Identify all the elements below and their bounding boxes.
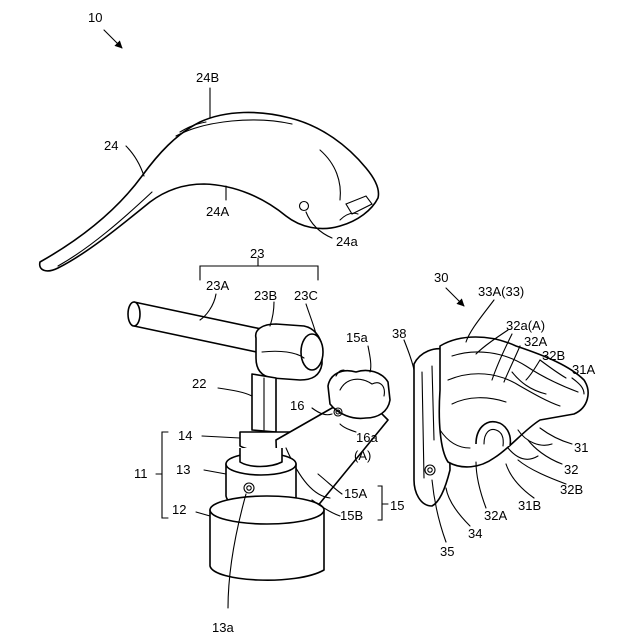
label-14: 14 xyxy=(178,428,192,443)
label-24B: 24B xyxy=(196,70,219,85)
label-32: 32 xyxy=(564,462,578,477)
label-16a: 16a xyxy=(356,430,378,445)
label-32A-top: 32A xyxy=(524,334,547,349)
label-32B-bottom: 32B xyxy=(560,482,583,497)
label-13a: 13a xyxy=(212,620,234,635)
label-31B: 31B xyxy=(518,498,541,513)
label-24A: 24A xyxy=(206,204,229,219)
label-32A-bottom: 32A xyxy=(484,508,507,523)
label-11: 11 xyxy=(134,466,148,481)
label-23A: 23A xyxy=(206,278,229,293)
label-15: 15 xyxy=(390,498,404,513)
label-32a-A: 32a(A) xyxy=(506,318,545,333)
label-31A: 31A xyxy=(572,362,595,377)
label-15a: 15a xyxy=(346,330,368,345)
label-35: 35 xyxy=(440,544,454,559)
trigger-lever-24 xyxy=(40,112,379,270)
label-33A: 33A(33) xyxy=(478,284,524,299)
label-A-1: (A) xyxy=(354,448,371,463)
label-32B-top: 32B xyxy=(542,348,565,363)
label-34: 34 xyxy=(468,526,482,541)
label-38: 38 xyxy=(392,326,406,341)
label-31: 31 xyxy=(574,440,588,455)
label-15B: 15B xyxy=(340,508,363,523)
label-30: 30 xyxy=(434,270,448,285)
label-12: 12 xyxy=(172,502,186,517)
slider-rod-23 xyxy=(128,302,323,380)
label-23: 23 xyxy=(250,246,264,261)
label-23C: 23C xyxy=(294,288,318,303)
label-16: 16 xyxy=(290,398,304,413)
label-15A: 15A xyxy=(344,486,367,501)
label-24a: 24a xyxy=(336,234,358,249)
label-13: 13 xyxy=(176,462,190,477)
label-23B: 23B xyxy=(254,288,277,303)
label-24: 24 xyxy=(104,138,118,153)
stem-22 xyxy=(252,374,276,432)
label-22: 22 xyxy=(192,376,206,391)
label-10: 10 xyxy=(88,10,102,25)
